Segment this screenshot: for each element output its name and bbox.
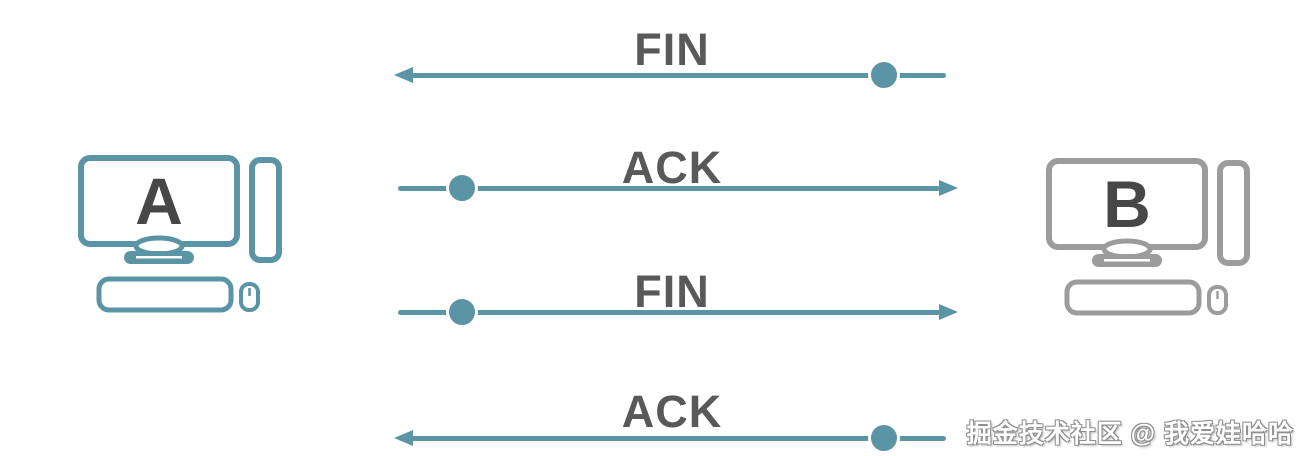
mouse-a bbox=[239, 282, 260, 312]
message-3-arrow-line bbox=[398, 309, 940, 315]
message-3-arrowhead-right-icon bbox=[939, 304, 958, 320]
watermark: 掘金技术社区 @ 我爱娃哈哈 bbox=[966, 420, 1294, 448]
message-1-arrow-line bbox=[410, 72, 946, 78]
tower-a bbox=[249, 157, 282, 263]
monitor-stand-base-highlight-b bbox=[1104, 259, 1150, 262]
computer-a-icon: A bbox=[78, 155, 283, 313]
message-2-arrow-line bbox=[398, 185, 940, 191]
monitor-stand-base-highlight-a bbox=[136, 256, 182, 259]
keyboard-a bbox=[96, 276, 234, 313]
tower-b bbox=[1217, 160, 1250, 266]
keyboard-b bbox=[1064, 279, 1202, 316]
message-4-arrow-line bbox=[410, 435, 946, 441]
message-3-origin-dot bbox=[446, 296, 478, 328]
message-4-label: ACK bbox=[621, 386, 723, 437]
message-1-origin-dot bbox=[868, 59, 900, 91]
computer-a-svg: A bbox=[78, 155, 282, 313]
message-3-label: FIN bbox=[634, 266, 710, 317]
message-4-arrowhead-left-icon bbox=[394, 430, 413, 446]
message-4-origin-dot bbox=[868, 422, 900, 454]
message-1-label: FIN bbox=[634, 24, 710, 75]
message-2-label: ACK bbox=[621, 142, 723, 193]
node-a-label: A bbox=[135, 164, 183, 238]
message-2-arrowhead-right-icon bbox=[939, 180, 958, 196]
computer-b-svg: B bbox=[1046, 158, 1250, 316]
message-2-origin-dot bbox=[446, 172, 478, 204]
node-b-label: B bbox=[1103, 167, 1151, 241]
mouse-b bbox=[1207, 285, 1228, 315]
computer-b-icon: B bbox=[1046, 158, 1251, 316]
message-1-arrowhead-left-icon bbox=[394, 67, 413, 83]
